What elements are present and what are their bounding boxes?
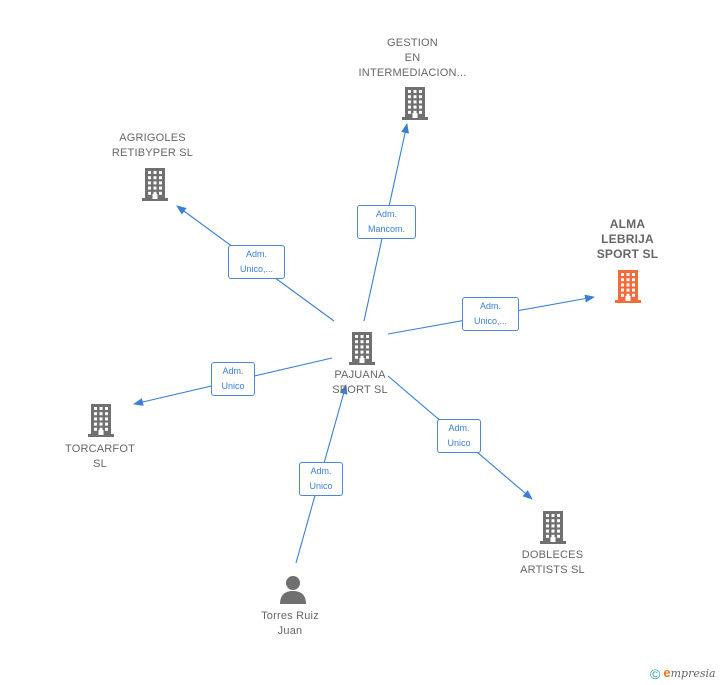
node-dobleces[interactable]: DOBLECES ARTISTS SL [500,548,605,578]
footer-brand: © empresia [650,665,716,682]
building-icon[interactable] [612,269,644,308]
node-label: Torres Ruiz Juan [261,610,319,637]
edge-label-alma[interactable]: Adm. Unico,... [462,297,519,331]
node-label: PAJUANA SPORT SL [332,369,388,396]
copyright-symbol: © [650,666,661,683]
node-pajuana[interactable]: PAJUANA SPORT SL [315,368,405,398]
node-alma[interactable]: ALMA LEBRIJA SPORT SL [580,217,675,262]
edge-label-gestion[interactable]: Adm. Mancom. [357,205,416,239]
edge-label-torcarfot[interactable]: Adm. Unico [211,362,255,396]
node-torcarfot[interactable]: TORCARFOT SL [50,442,150,472]
node-agrigoles[interactable]: AGRIGOLES RETIBYPER SL [95,131,210,161]
building-icon[interactable] [537,510,569,549]
edge-label-dobleces[interactable]: Adm. Unico [437,419,481,453]
brand-logo-initial: e [663,665,671,680]
node-label: GESTION EN INTERMEDIACION... [358,37,467,79]
node-label: TORCARFOT SL [64,443,136,470]
node-label: ALMA LEBRIJA SPORT SL [596,217,659,261]
brand-logo-text: mpresia [670,667,716,680]
person-icon[interactable] [278,574,308,609]
building-icon[interactable] [346,331,378,370]
node-torres[interactable]: Torres Ruiz Juan [245,609,335,639]
node-label: AGRIGOLES RETIBYPER SL [111,132,194,159]
building-icon[interactable] [399,86,431,125]
building-icon[interactable] [85,403,117,442]
edge-label-torres[interactable]: Adm. Unico [299,462,343,496]
edge-label-agrigoles[interactable]: Adm. Unico,... [228,245,285,279]
building-icon[interactable] [139,167,171,206]
node-label: DOBLECES ARTISTS SL [520,549,585,576]
node-gestion[interactable]: GESTION EN INTERMEDIACION... [350,36,475,81]
